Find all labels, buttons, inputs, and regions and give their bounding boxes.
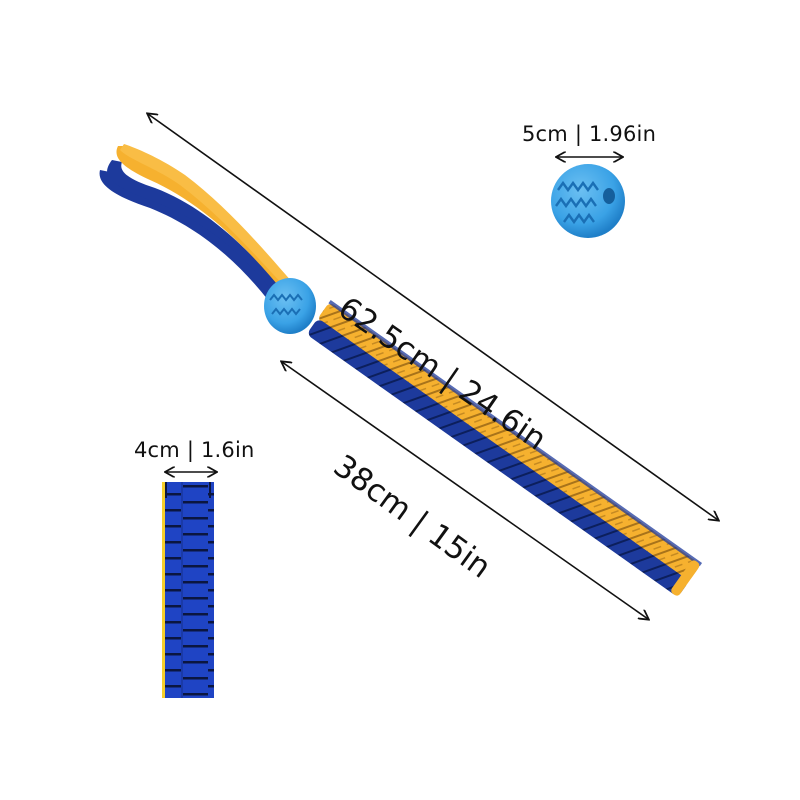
treat-ball [551, 164, 625, 238]
rope-treat-ball [264, 278, 316, 334]
ball-diameter-label: 5cm | 1.96in [522, 122, 657, 146]
handle-loops [99, 144, 292, 300]
rope-width-swatch [162, 482, 214, 698]
rope-length-arrow [282, 362, 648, 619]
braided-rope [308, 300, 703, 596]
rope-width-label: 4cm | 1.6in [134, 438, 255, 462]
